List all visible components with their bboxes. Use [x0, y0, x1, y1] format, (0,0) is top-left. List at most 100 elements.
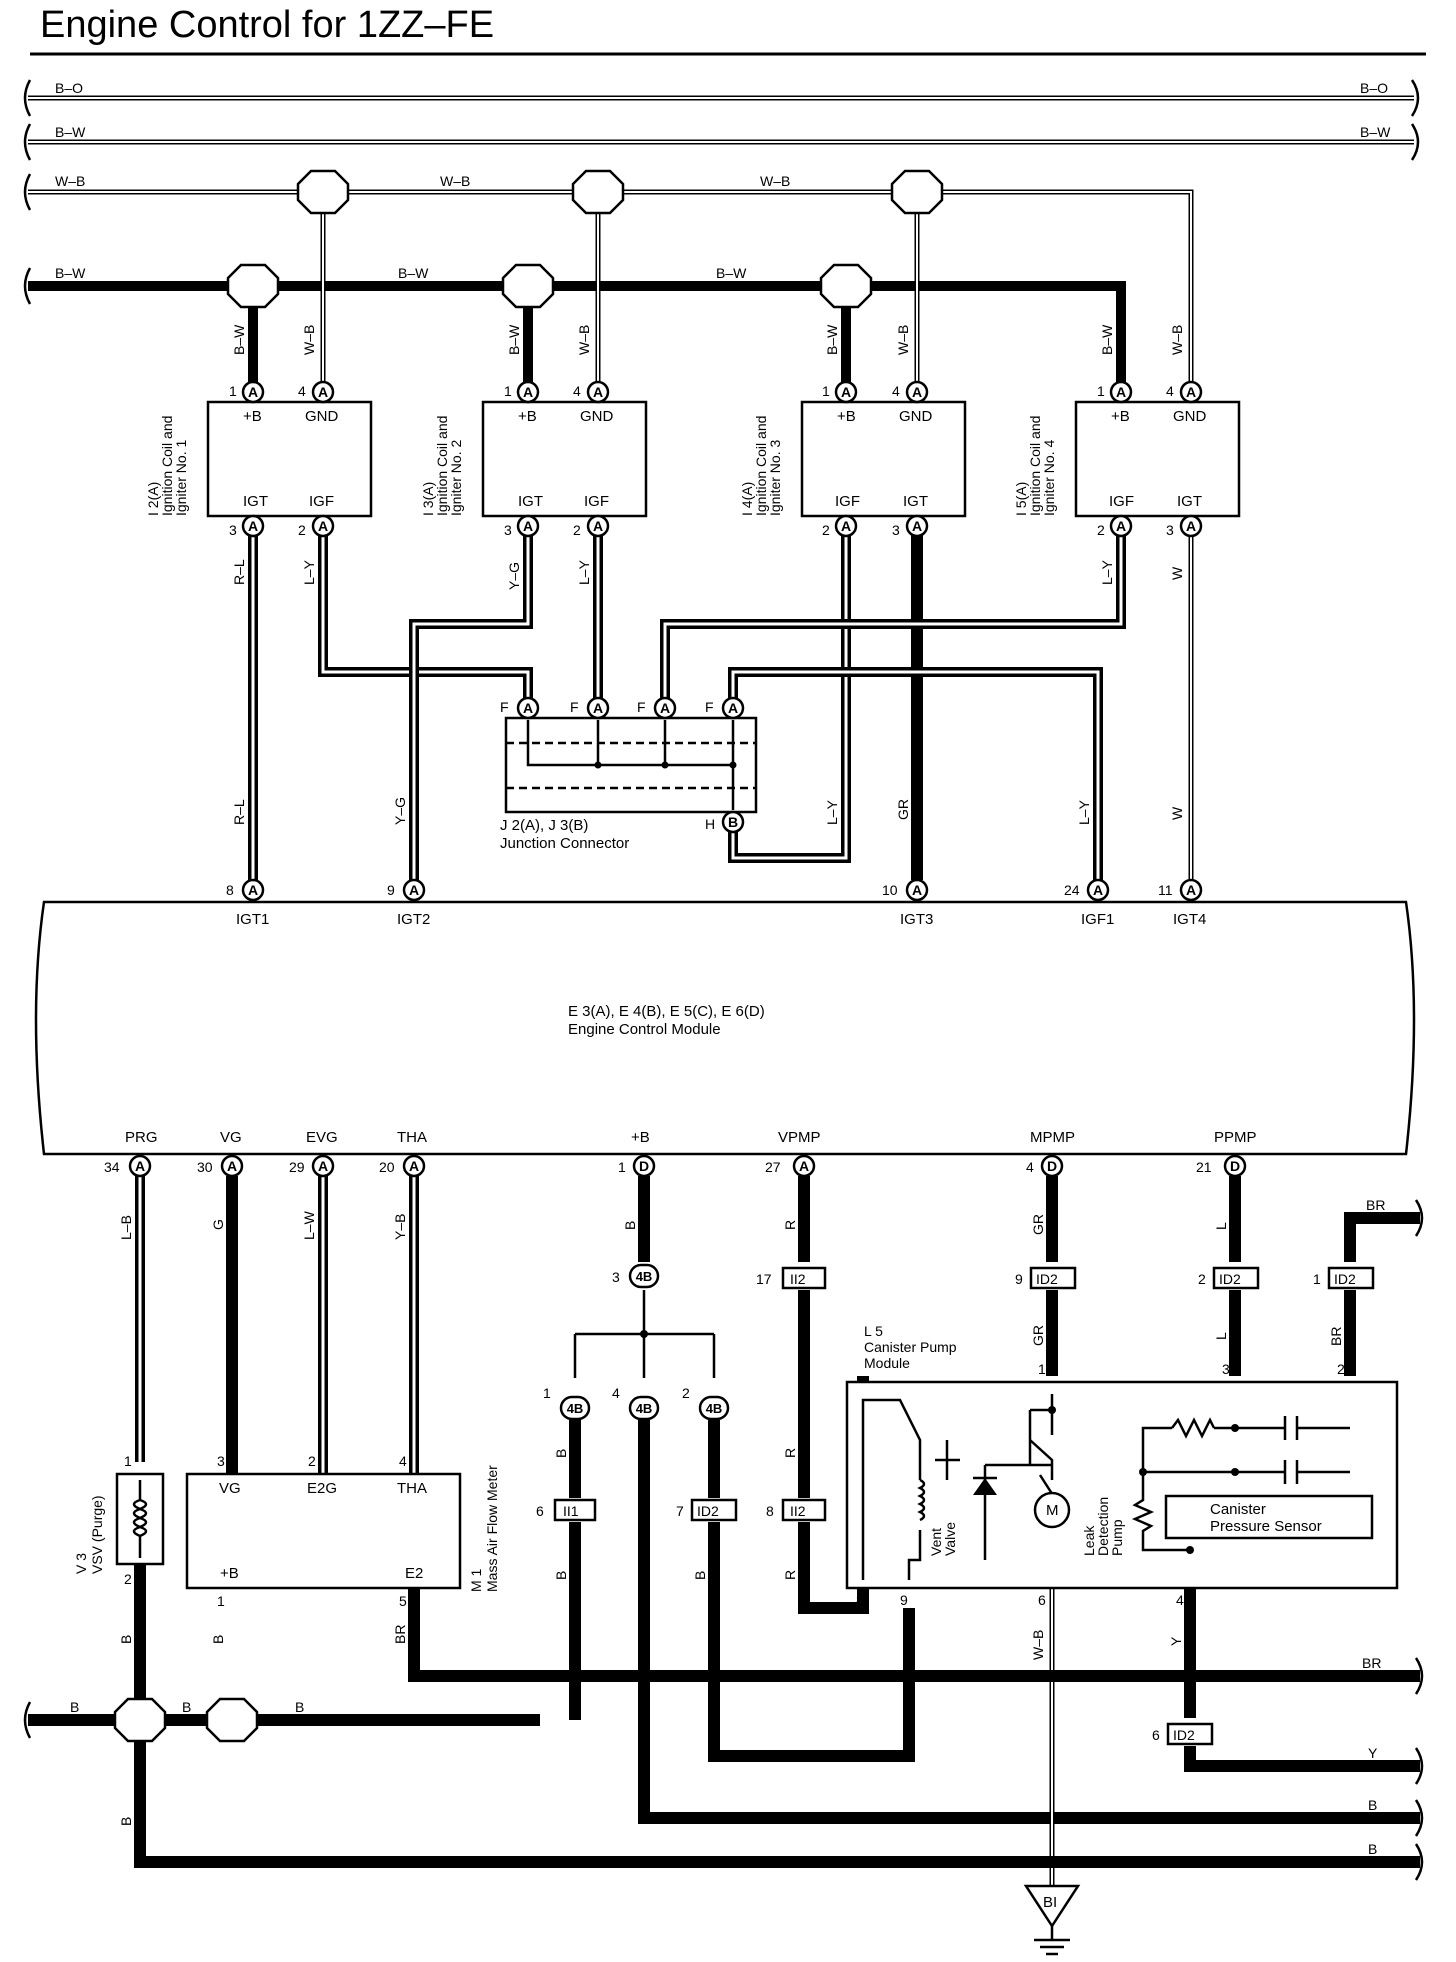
junction-pin-f4: F [705, 699, 714, 715]
coil-1: +B GND IGT IGF I 2(A) Ignition Coil and … [145, 400, 373, 518]
splice-4b-terminal-0 [628, 1263, 660, 1289]
terminal-20 [721, 810, 745, 834]
vsv-purge: 1 2 V 3 VSV (Purge) [73, 1453, 165, 1587]
wire-label-gr-1: GR [895, 799, 911, 820]
coil-1-bot-left: IGT [243, 493, 268, 510]
terminal-letter-25: A [1186, 882, 1196, 898]
wire-label-ly-3: L–Y [1099, 559, 1115, 585]
terminal-letter-22: A [409, 882, 419, 898]
maf-t-e2g: E2G [307, 1480, 337, 1497]
wire-label-b-6: B [210, 1635, 226, 1644]
junction-pin-h: H [705, 816, 715, 832]
wire-label-b-8: B [182, 1699, 191, 1715]
wire-label-feed-bw-4: B–W [1099, 324, 1115, 355]
pump-pin-3: 3 [1222, 1361, 1230, 1377]
ecm-top-pin-name-5: IGT4 [1173, 911, 1206, 928]
ecm-bot-pin-name-6: VPMP [778, 1129, 821, 1146]
maf-t-tha: THA [397, 1480, 427, 1497]
coil-feeds [248, 192, 920, 392]
terminal-letter-2: A [523, 384, 533, 400]
wire-label-r-2: R [782, 1448, 798, 1458]
wire-label-l-1: L [1213, 1222, 1229, 1230]
wire-label-r-3: R [782, 1570, 798, 1580]
maf-t-vg: VG [219, 1480, 241, 1497]
coil-4-top-left: +B [1111, 408, 1130, 425]
coil-4-line2: Igniter No. 4 [1041, 440, 1057, 516]
wire-label-w-2: W [1169, 806, 1185, 820]
wire-label-yb: Y–B [392, 1214, 408, 1240]
terminal-28 [311, 1154, 335, 1178]
terminal-letter-16: A [523, 700, 533, 716]
terminal-letter-7: A [1186, 384, 1196, 400]
maf-pin-1: 1 [217, 1593, 225, 1609]
coil-2-line1: Ignition Coil and [434, 416, 450, 516]
splice-4b-pin-2: 4 [612, 1385, 620, 1401]
coil-4-bot-left: IGF [1109, 493, 1134, 510]
wire-label-gr-3: GR [1030, 1325, 1046, 1346]
splices-top [226, 169, 944, 309]
coil-3-pin-tr: 4 [892, 383, 900, 399]
ecm-bot-pin-name-2: VG [220, 1129, 242, 1146]
splice-4b-pin-1: 1 [543, 1385, 551, 1401]
wire-label-l-2: L [1213, 1332, 1229, 1340]
ecm-top-pin-num-4: 24 [1064, 882, 1080, 898]
inline-id2-b-text: ID2 [1219, 1271, 1241, 1287]
coil-1-title: I 2(A) [145, 482, 161, 516]
terminal-17 [586, 696, 610, 720]
coil-3-bot-right: IGT [903, 493, 928, 510]
vsv-pin-1: 1 [124, 1453, 132, 1469]
pump-sensor-1: Canister [1210, 1501, 1266, 1518]
feed-labels: B–W W–B B–W W–B B–W W–B B–W W–B [231, 324, 1185, 355]
coil-4-title: I 5(A) [1013, 482, 1029, 516]
terminal-letter-19: A [728, 700, 738, 716]
ground-bi: BI [1023, 1884, 1081, 1956]
ecm-bot-pin-name-5: +B [631, 1129, 650, 1146]
coil-2-pin-tr: 4 [573, 383, 581, 399]
coil-4-pin-tl: 1 [1097, 383, 1105, 399]
splice-4b-code-3: 4B [706, 1401, 723, 1416]
wire-label-b-7: B [70, 1699, 79, 1715]
terminal-1 [311, 380, 335, 404]
bus-bo: B–O B–O [23, 79, 1420, 117]
wire-label-gr-2: GR [1030, 1214, 1046, 1235]
terminal-letter-24: A [1093, 882, 1103, 898]
canister-pump-module: L 5 Canister Pump Module 1 3 2 8 9 6 4 V… [845, 1323, 1399, 1608]
ecm-bot-pin-name-8: PPMP [1214, 1129, 1257, 1146]
coil-1-top-right: GND [305, 408, 339, 425]
wire-label-wb-1: W–B [55, 173, 85, 189]
splice-4b-terminal-2 [628, 1395, 660, 1421]
terminal-33 [1223, 1154, 1247, 1178]
ecm-top-pin-num-5: 11 [1158, 882, 1173, 898]
bus-bw: B–W B–W B–W [23, 265, 1126, 392]
wire-label-wb-4: W–B [1030, 1630, 1046, 1660]
motor-label: M [1046, 1502, 1059, 1519]
inline-id2-c-text: ID2 [1334, 1271, 1356, 1287]
vsv-label-1: V 3 [73, 1553, 89, 1574]
inline-ii1-text: II1 [563, 1503, 579, 1519]
wire-label-ly-4: L–Y [824, 799, 840, 825]
wire-label-bw-3: B–W [716, 265, 747, 281]
terminal-letter-5: A [912, 384, 922, 400]
pump-vent-2: Valve [942, 1522, 958, 1556]
inline-ii2-b-pin: 8 [766, 1503, 774, 1519]
pump-label-3: Module [864, 1355, 910, 1371]
terminal-14 [1109, 514, 1133, 538]
ecm-bot-pin-num-8: 21 [1196, 1159, 1212, 1175]
terminal-21 [241, 878, 265, 902]
wire-label-yg-2: Y–G [392, 797, 408, 825]
maf-pin-4: 4 [399, 1453, 407, 1469]
coil-4: +B GND IGF IGT I 5(A) Ignition Coil and … [1013, 400, 1241, 518]
wire-label-b-1: B [622, 1221, 638, 1230]
wire-label-bo-right: B–O [1360, 80, 1388, 96]
junction-pin-f2: F [570, 699, 579, 715]
wire-label-feed-wb-2: W–B [576, 325, 592, 355]
coil-1-top-left: +B [243, 408, 262, 425]
maf-pin-5: 5 [399, 1593, 407, 1609]
terminal-letter-3: A [593, 384, 603, 400]
coil-3: +B GND IGF IGT I 4(A) Ignition Coil and … [739, 400, 967, 518]
wire-label-feed-wb-3: W–B [895, 325, 911, 355]
terminal-19 [721, 696, 745, 720]
coil-3-line2: Igniter No. 3 [767, 440, 783, 516]
bus-bw-top: B–W B–W [23, 123, 1420, 161]
